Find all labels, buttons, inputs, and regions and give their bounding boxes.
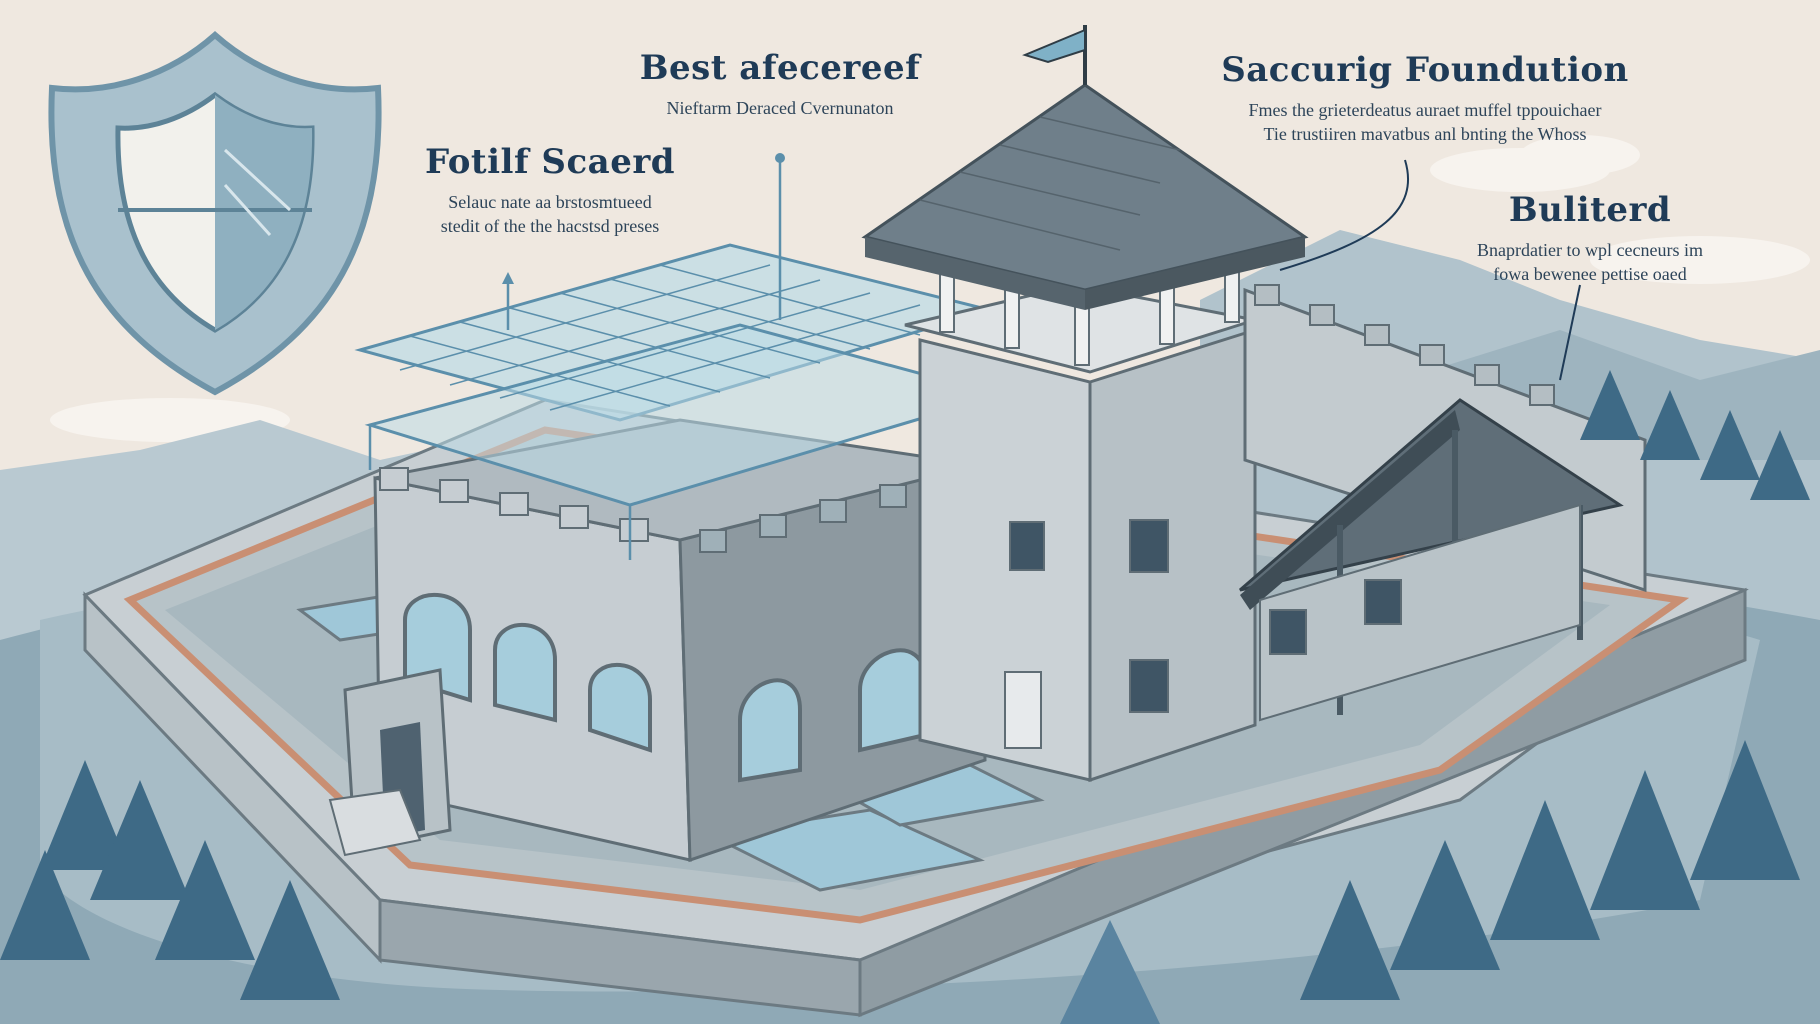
callout-saccurity-heading: Saccurig Foundution: [1221, 50, 1629, 90]
callout-best-heading: Best afecereef: [639, 48, 921, 88]
callout-saccurity: Saccurig Foundution Fmes the grieterdeat…: [1180, 50, 1670, 147]
callout-best: Best afecereef Nieftarm Deraced Cvernuna…: [560, 48, 1000, 120]
callout-saccurity-text: Fmes the grieterdeatus auraet muffel tpp…: [1180, 98, 1670, 147]
callout-buliterd: Buliterd Bnaprdatier to wpl cecneurs im …: [1420, 190, 1760, 287]
callout-buliterd-line: Bnaprdatier to wpl cecneurs im: [1477, 240, 1703, 260]
callout-buliterd-text: Bnaprdatier to wpl cecneurs im fowa bewe…: [1420, 238, 1760, 287]
callout-saccurity-line: Tie trustiiren mavatbus anl bnting the W…: [1263, 124, 1587, 145]
callout-fotilf-line: Selauc nate aa brstosmtueed: [448, 192, 652, 212]
side-wing: [1239, 284, 1647, 722]
tower: [861, 25, 1309, 783]
trees: [0, 370, 1810, 1024]
main-hall: [328, 418, 987, 863]
callout-best-text: Nieftarm Deraced Cvernunaton: [560, 96, 1000, 120]
flag-icon: [1022, 28, 1086, 64]
shield-icon: [48, 30, 382, 396]
callout-lines: [1279, 159, 1581, 381]
callout-best-line: Nieftarm Deraced Cvernunaton: [666, 98, 894, 118]
glass-canopy: [354, 153, 1006, 560]
callout-fotilf: Fotilf Scaerd Selauc nate aa brstosmtuee…: [360, 142, 740, 239]
clouds: [50, 135, 1810, 442]
callout-fotilf-line: stedit of the the hacstsd preses: [440, 216, 660, 237]
callout-buliterd-line: fowa bewenee pettise oaed: [1493, 264, 1687, 285]
callout-fotilf-heading: Fotilf Scaerd: [424, 142, 676, 182]
callout-buliterd-heading: Buliterd: [1508, 190, 1672, 230]
callout-fotilf-text: Selauc nate aa brstosmtueed stedit of th…: [360, 190, 740, 239]
callout-saccurity-line: Fmes the grieterdeatus auraet muffel tpp…: [1248, 100, 1602, 120]
